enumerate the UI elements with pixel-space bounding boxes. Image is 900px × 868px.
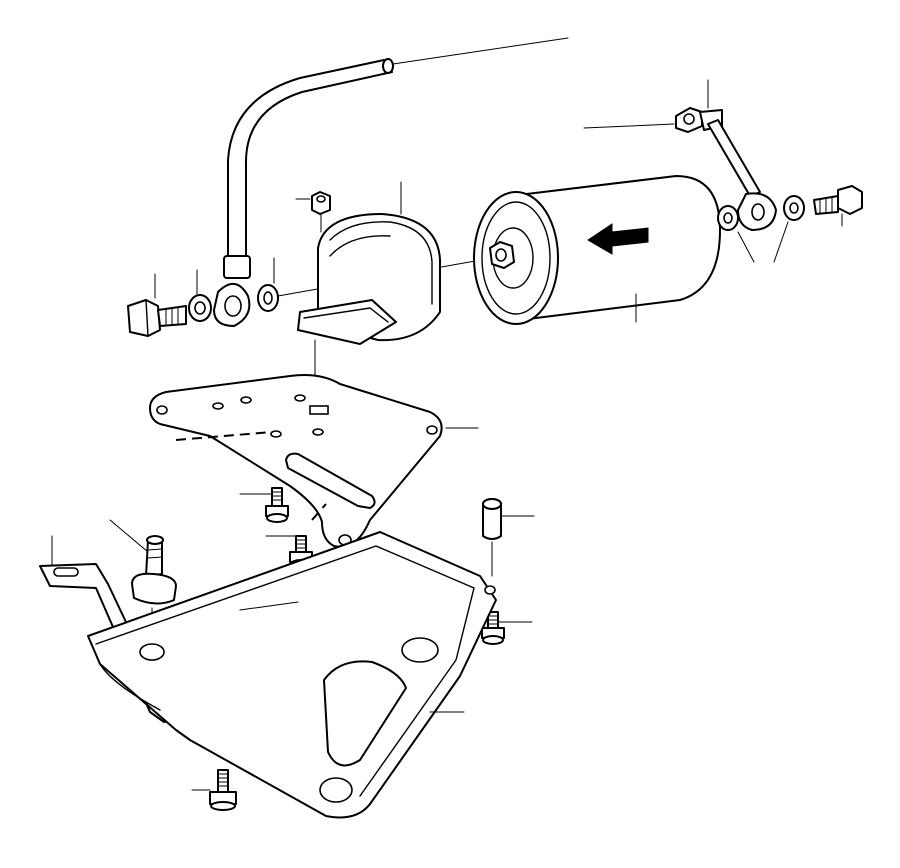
fuel-pipe	[223, 37, 569, 279]
sealing-washer-left-inner	[257, 257, 279, 312]
sealing-washer-right-outer	[773, 195, 805, 263]
screw-right	[481, 611, 533, 645]
sealing-washer-left-outer	[188, 269, 212, 322]
flow-arrow	[587, 223, 649, 255]
outlet-pipe	[583, 79, 777, 231]
screw-bottom	[191, 769, 237, 811]
banjo-fitting	[213, 283, 251, 327]
rubber-mount	[109, 519, 177, 637]
spacer-sleeve	[482, 498, 535, 577]
fuel-filter	[473, 175, 721, 325]
upper-bracket	[149, 374, 479, 548]
filter-clamp	[297, 181, 441, 401]
base-plate	[87, 531, 497, 819]
banjo-bolt	[127, 273, 187, 337]
clamp-nut	[295, 191, 331, 233]
banjo-bolt-right	[813, 185, 863, 227]
screw-upper	[239, 487, 289, 523]
sealing-washer-right-inner	[717, 205, 755, 263]
